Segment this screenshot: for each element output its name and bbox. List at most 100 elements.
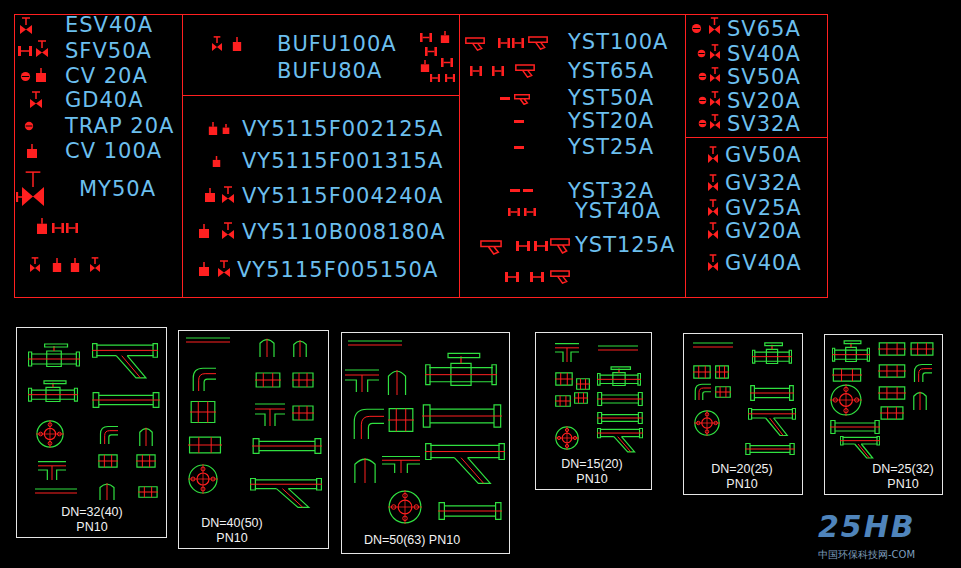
- strainer-icon: [523, 189, 533, 192]
- valve-icon: [698, 50, 706, 58]
- valve-icon: [708, 200, 718, 216]
- fitting-icon: [830, 421, 880, 434]
- valve-icon: [52, 223, 64, 233]
- fitting-icon: [750, 386, 794, 401]
- valve-icon: [90, 258, 100, 272]
- size-label: DN=15(20) PN10: [556, 457, 628, 487]
- fitting-icon: [28, 381, 78, 402]
- fitting-icon: [188, 437, 222, 453]
- fitting-icon: [715, 387, 731, 398]
- part-code: VY5115F001315A: [242, 150, 443, 172]
- part-code: YST65A: [568, 60, 654, 82]
- fitting-sheet: DN=20(25) PN10: [683, 333, 803, 495]
- fitting-icon: [693, 343, 733, 347]
- fitting-icon: [880, 407, 904, 419]
- valve-icon: [36, 41, 48, 57]
- fitting-icon: [422, 405, 502, 427]
- strainer-icon: [529, 37, 547, 49]
- valve-icon: [20, 18, 32, 34]
- fitting-icon: [555, 344, 579, 362]
- part-code: YST20A: [568, 110, 654, 132]
- part-code: BUFU80A: [277, 60, 382, 82]
- valve-icon: [441, 31, 449, 43]
- part-code-cell: ESV40ASFV50ACV 20AGD40ATRAP 20ACV 100AMY…: [14, 14, 183, 298]
- size-label: DN=20(25) PN10: [706, 462, 778, 492]
- valve-icon: [710, 68, 720, 82]
- valve-icon: [420, 33, 432, 42]
- fitting-icon: [832, 369, 862, 381]
- fitting-icon: [694, 410, 720, 436]
- fitting-icon: [438, 503, 502, 520]
- valve-icon: [708, 255, 718, 271]
- strainer-icon: [524, 208, 536, 216]
- fitting-icon: [255, 404, 285, 426]
- valve-icon: [233, 37, 241, 51]
- part-code-cell: BUFU100ABUFU80A: [182, 14, 460, 96]
- fitting-icon: [597, 428, 643, 451]
- strainer-icon: [470, 66, 482, 76]
- size-label: DN=32(40) PN10: [56, 505, 128, 535]
- watermark: 25HB: [818, 510, 916, 544]
- valve-icon: [18, 46, 32, 56]
- valve-icon: [441, 58, 453, 67]
- fitting-icon: [715, 366, 729, 378]
- fitting-icon: [140, 428, 152, 446]
- fitting-icon: [555, 426, 579, 450]
- part-code: SV50A: [727, 66, 801, 88]
- fitting-icon: [555, 373, 573, 385]
- strainer-icon: [551, 239, 569, 253]
- strainer-icon: [505, 272, 519, 282]
- valve-icon: [30, 92, 42, 108]
- valve-icon: [213, 156, 221, 167]
- valve-icon: [37, 218, 47, 234]
- part-code: VY5115F002125A: [242, 118, 443, 140]
- fitting-icon: [878, 365, 906, 377]
- part-code: VY5110B008180A: [242, 221, 446, 243]
- part-code: MY50A: [79, 178, 156, 200]
- fitting-icon: [292, 406, 314, 420]
- strainer-icon: [492, 66, 504, 76]
- fitting-icon: [425, 353, 497, 385]
- fitting-icon: [28, 344, 80, 367]
- valve-icon: [708, 175, 718, 191]
- valve-icon: [53, 258, 61, 272]
- part-code: ESV40A: [65, 14, 153, 36]
- fitting-icon: [250, 478, 322, 507]
- fitting-icon: [255, 373, 281, 387]
- valve-icon: [21, 72, 30, 81]
- fitting-icon: [388, 490, 422, 524]
- fitting-icon: [598, 346, 638, 350]
- part-code-cell: VY5115F002125AVY5115F001315AVY5115F00424…: [182, 95, 460, 298]
- fitting-sheets: [28, 338, 934, 524]
- fitting-icon: [345, 370, 379, 392]
- fitting-icon: [260, 339, 274, 357]
- valve-icon: [710, 115, 720, 129]
- part-code: GV32A: [725, 172, 802, 194]
- valve-icons: [16, 18, 720, 283]
- fitting-icon: [190, 402, 216, 423]
- fitting-icon: [878, 387, 906, 399]
- valve-icon: [425, 47, 437, 56]
- size-label: DN=40(50) PN10: [196, 516, 268, 546]
- fitting-icon: [597, 367, 641, 386]
- part-code-cell: SV65ASV40ASV50ASV20ASV32A: [685, 14, 828, 138]
- strainer-icon: [512, 38, 524, 48]
- fitting-icon: [878, 343, 906, 355]
- fitting-icon: [840, 436, 880, 458]
- fitting-icon: [252, 439, 322, 454]
- fitting-sheet: DN=25(32) PN10: [824, 334, 943, 495]
- valve-icon: [699, 97, 707, 105]
- strainer-icon: [466, 38, 484, 50]
- fitting-icon: [597, 393, 643, 406]
- fitting-icon: [745, 443, 795, 454]
- strainer-icon: [510, 189, 520, 192]
- strainer-icon: [516, 65, 534, 77]
- valve-icon: [710, 92, 720, 106]
- valve-icon: [699, 73, 707, 81]
- fitting-icon: [92, 393, 160, 408]
- strainer-icon: [514, 146, 524, 149]
- fitting-icon: [693, 366, 711, 378]
- strainer-icon: [514, 120, 524, 123]
- fitting-sheet: DN=40(50) PN10: [178, 330, 329, 549]
- valve-icon: [445, 74, 455, 82]
